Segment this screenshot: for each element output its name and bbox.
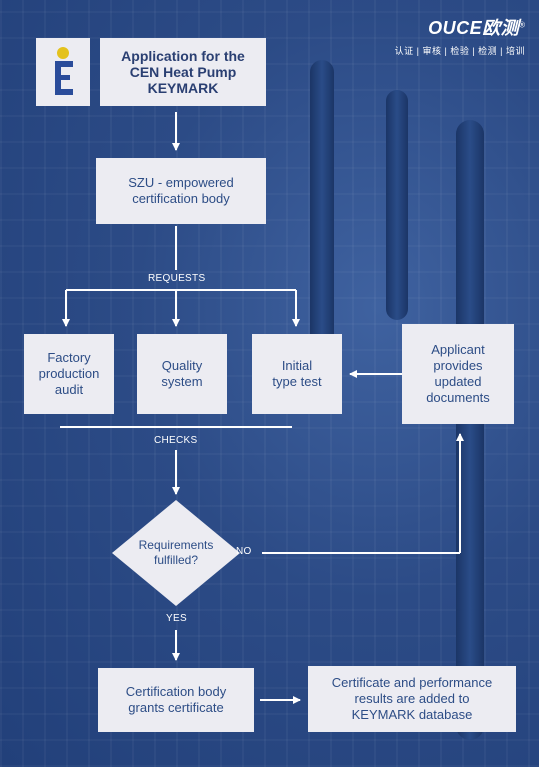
label-yes: YES <box>166 613 187 624</box>
node-application-text: Application for the CEN Heat Pump KEYMAR… <box>121 48 245 96</box>
node-applicant-text: Applicant provides updated documents <box>426 342 490 405</box>
node-application: Application for the CEN Heat Pump KEYMAR… <box>100 38 266 106</box>
node-szu: SZU - empowered certification body <box>96 158 266 224</box>
label-no: NO <box>236 546 252 557</box>
brand-logo-name: OUCE欧测® <box>395 14 525 40</box>
brand-name: OUCE欧测 <box>428 18 520 38</box>
label-requests: REQUESTS <box>148 273 206 284</box>
node-factory-text: Factory production audit <box>38 350 100 397</box>
node-quality-text: Quality system <box>161 358 203 389</box>
label-checks: CHECKS <box>154 435 198 446</box>
background-pipe <box>310 60 334 360</box>
node-applicant-documents: Applicant provides updated documents <box>402 324 514 424</box>
node-initial-text: Initial type test <box>272 358 322 389</box>
node-factory-production-audit: Factory production audit <box>24 334 114 414</box>
node-szu-text: SZU - empowered certification body <box>128 175 234 206</box>
node-keymark-database: Certificate and performance results are … <box>308 666 516 732</box>
node-decision-text: Requirements fulfilled? <box>138 538 214 567</box>
brand-logo: OUCE欧测® 认证 | 审核 | 检验 | 检测 | 培训 <box>395 14 525 57</box>
decision-diamond <box>112 500 240 606</box>
node-grants-certificate: Certification body grants certificate <box>98 668 254 732</box>
brand-tagline: 认证 | 审核 | 检验 | 检测 | 培训 <box>394 46 525 56</box>
background-pipe <box>386 90 408 320</box>
node-quality-system: Quality system <box>137 334 227 414</box>
background-pipe <box>456 120 484 740</box>
keymark-logo-icon <box>55 47 73 95</box>
node-grants-text: Certification body grants certificate <box>125 684 227 715</box>
node-database-text: Certificate and performance results are … <box>331 675 493 722</box>
registered-mark: ® <box>519 20 525 30</box>
keymark-logo-tile <box>36 38 90 106</box>
node-initial-type-test: Initial type test <box>252 334 342 414</box>
